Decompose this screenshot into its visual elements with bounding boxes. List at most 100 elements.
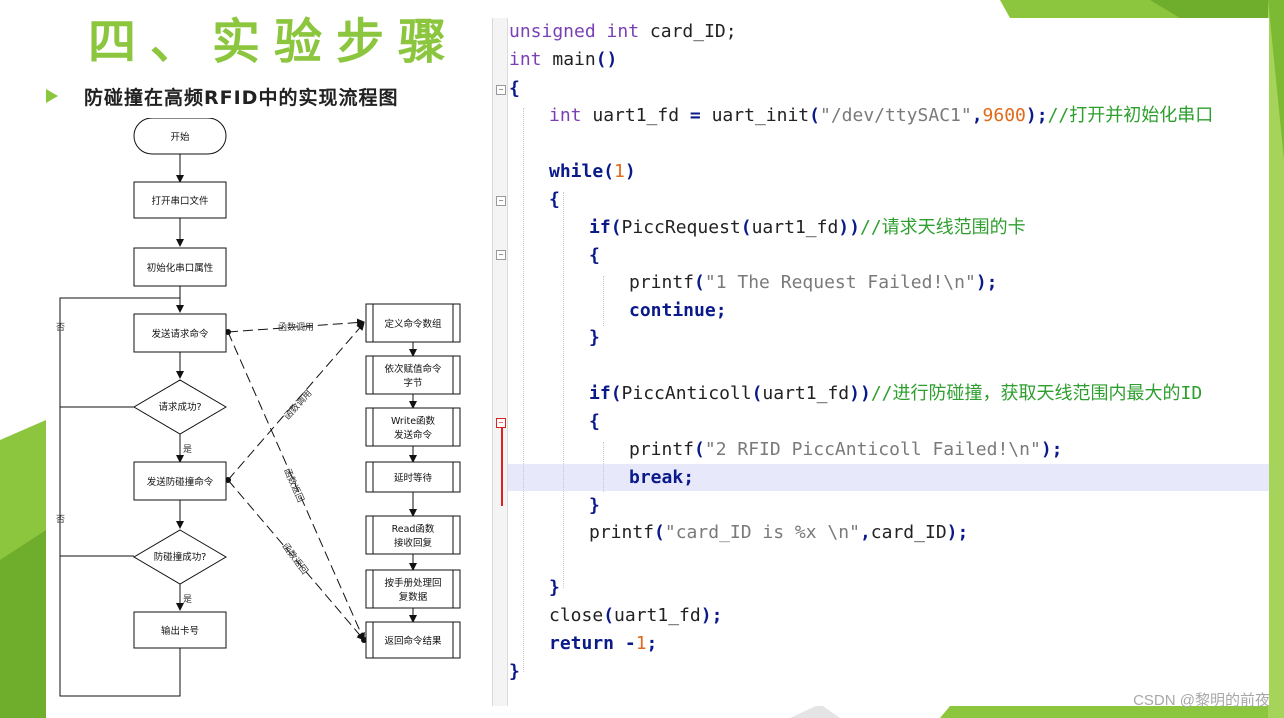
code-token: return xyxy=(549,633,625,654)
change-marker xyxy=(501,426,503,506)
code-token: ( xyxy=(740,217,752,238)
current-line-highlight xyxy=(508,464,1269,491)
node-open-file xyxy=(133,181,227,219)
node-start xyxy=(133,118,227,155)
code-token: card_ID; xyxy=(649,21,737,42)
code-token: ; xyxy=(683,467,695,488)
code-token: )) xyxy=(849,383,871,404)
code-token: continue xyxy=(629,300,716,321)
text-anticoll-ok: 防碰撞成功? xyxy=(154,551,207,563)
text-write-2: 发送命令 xyxy=(394,429,433,441)
code-token: ( xyxy=(610,217,622,238)
slide-title: 四、实验步骤 xyxy=(88,14,461,70)
code-token: , xyxy=(859,522,871,543)
code-line: } xyxy=(589,324,600,351)
code-token: main xyxy=(552,49,596,70)
code-token: )) xyxy=(838,217,860,238)
text-assign-bytes-2: 字节 xyxy=(403,377,422,389)
code-token: close xyxy=(549,605,604,626)
label-yes-2: 是 xyxy=(183,594,192,605)
decision-request-ok xyxy=(133,379,227,435)
text-process-1: 按手册处理回 xyxy=(384,577,441,589)
code-token: { xyxy=(589,245,600,266)
text-output-card: 输出卡号 xyxy=(161,625,199,637)
code-line: { xyxy=(589,242,600,269)
code-token: } xyxy=(589,327,600,348)
label-no-1: 否 xyxy=(56,322,65,333)
fold-gutter xyxy=(493,18,508,706)
code-token: } xyxy=(589,495,600,516)
node-read xyxy=(365,515,461,555)
indent-guide xyxy=(603,442,604,492)
code-token: = xyxy=(689,105,712,126)
code-line: } xyxy=(509,658,520,685)
code-line: { xyxy=(589,408,600,435)
code-token: if xyxy=(589,217,611,238)
node-init-attr xyxy=(133,247,227,287)
node-assign-bytes xyxy=(365,355,461,395)
code-line: int uart1_fd = uart_init("/dev/ttySAC1",… xyxy=(549,102,1213,129)
text-assign-bytes-1: 依次赋值命令 xyxy=(384,363,442,375)
code-token: if xyxy=(589,383,611,404)
decision-anticoll-ok xyxy=(133,529,227,585)
code-line: if(PiccAnticoll(uart1_fd))//进行防碰撞，获取天线范围… xyxy=(589,380,1202,407)
code-line: continue; xyxy=(629,297,727,324)
text-delay: 延时等待 xyxy=(394,472,433,484)
code-token: ( xyxy=(694,272,705,293)
code-token: printf xyxy=(629,272,695,293)
node-send-anticoll xyxy=(133,461,227,501)
code-token: ); xyxy=(946,522,969,543)
fold-toggle-icon[interactable]: − xyxy=(496,250,506,260)
text-open-file: 打开串口文件 xyxy=(151,195,209,207)
text-process-2: 复数据 xyxy=(399,591,428,603)
label-call-2: 函数调用 xyxy=(281,387,314,422)
code-token: } xyxy=(549,577,560,598)
text-send-anticoll: 发送防碰撞命令 xyxy=(147,476,214,488)
label-call-1: 函数调用 xyxy=(278,321,314,333)
label-return-1: 函数返回 xyxy=(281,466,307,504)
code-token: ); xyxy=(700,605,723,626)
flowchart: 开始 打开串口文件 初始化串口属性 发送请求命令 请求成功? 发送防碰撞命令 防… xyxy=(46,118,492,718)
code-token: uart_init xyxy=(711,105,810,126)
code-token: uart1_fd xyxy=(751,217,839,238)
node-delay xyxy=(365,461,461,493)
text-init-attr: 初始化串口属性 xyxy=(147,262,214,274)
label-no-2: 否 xyxy=(56,514,65,525)
text-define-cmd: 定义命令数组 xyxy=(384,318,442,330)
code-token: ( xyxy=(751,383,763,404)
code-token: ( xyxy=(610,383,622,404)
code-line: return -1; xyxy=(549,630,657,657)
code-token: } xyxy=(509,661,520,682)
code-token: () xyxy=(595,49,618,70)
fold-toggle-icon[interactable]: − xyxy=(496,418,506,428)
code-line: { xyxy=(509,75,520,102)
label-return-2: 函数返回 xyxy=(280,541,311,577)
code-token: 1 xyxy=(635,633,647,654)
fold-toggle-icon[interactable]: − xyxy=(496,196,506,206)
code-token: ) xyxy=(624,161,636,182)
code-token: { xyxy=(509,78,520,99)
code-token: ); xyxy=(975,272,998,293)
code-token: "1 The Request Failed!\n" xyxy=(704,272,976,293)
fold-toggle-icon[interactable]: − xyxy=(496,85,506,95)
code-token: ( xyxy=(809,105,820,126)
text-read-2: 接收回复 xyxy=(394,537,433,549)
code-token: int xyxy=(549,105,593,126)
code-editor: − − − − unsigned int card_ID;int main(){… xyxy=(492,18,1269,706)
code-token: , xyxy=(971,105,983,126)
code-token: //请求天线范围的卡 xyxy=(859,217,1026,238)
code-line: break; xyxy=(629,464,694,491)
code-token: ); xyxy=(1025,105,1048,126)
code-line: } xyxy=(589,492,600,519)
indent-guide xyxy=(523,108,524,672)
node-define-cmd xyxy=(365,303,461,343)
bullet-arrow-icon xyxy=(46,89,58,103)
code-token: ( xyxy=(603,605,615,626)
node-send-request xyxy=(133,313,227,353)
code-token: ); xyxy=(1040,439,1063,460)
code-token: uart1_fd xyxy=(762,383,850,404)
code-token: //进行防碰撞，获取天线范围内最大的ID xyxy=(870,383,1203,404)
code-token: PiccRequest xyxy=(621,217,741,238)
code-token: "/dev/ttySAC1" xyxy=(819,105,972,126)
code-token: - xyxy=(624,633,636,654)
